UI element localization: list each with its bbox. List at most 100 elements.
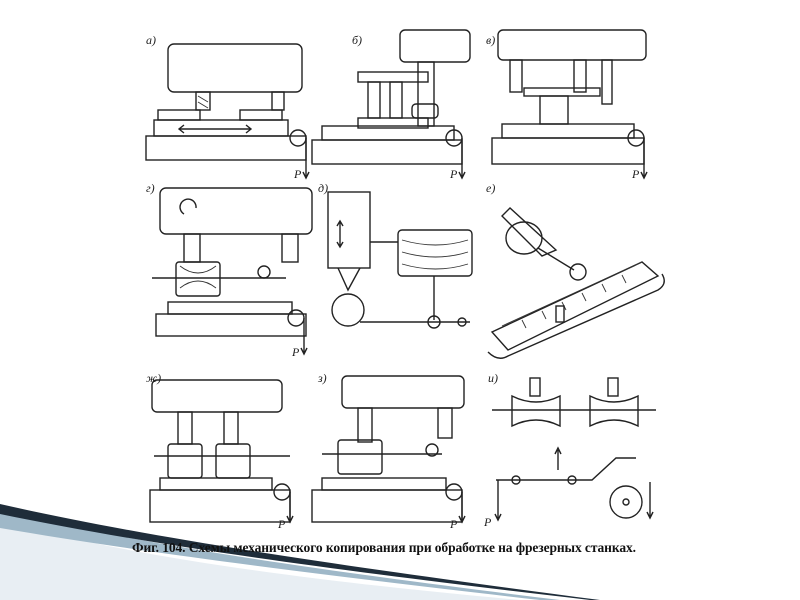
load-arrow xyxy=(458,492,466,524)
spindle-right xyxy=(223,411,239,445)
cam-center xyxy=(622,498,630,506)
load-arrow xyxy=(494,480,502,522)
panel-g: г) P xyxy=(146,181,313,359)
pivot-left xyxy=(511,475,521,485)
bed-curve xyxy=(487,273,665,359)
pivot-right xyxy=(457,317,467,327)
milling-head xyxy=(327,191,371,269)
arm xyxy=(552,457,636,481)
pulley xyxy=(287,309,305,327)
workpiece-left xyxy=(167,443,203,479)
cam xyxy=(609,485,643,519)
panel-z: з) P xyxy=(311,371,466,531)
table xyxy=(321,477,447,491)
workpiece xyxy=(337,439,383,475)
template-roller xyxy=(257,265,271,279)
head-cone xyxy=(337,267,361,292)
rotary-table xyxy=(539,95,569,125)
panel-i: и) P xyxy=(483,371,656,529)
spindle-head xyxy=(151,379,283,413)
load-label-a: P xyxy=(293,167,302,181)
cutter-right xyxy=(607,377,619,397)
drum-profile xyxy=(401,239,469,270)
spindle xyxy=(357,407,373,443)
lift-arrow xyxy=(554,446,562,470)
load-label-z: P xyxy=(449,517,458,531)
copy-drum xyxy=(397,229,473,277)
guide-bar xyxy=(490,261,660,351)
load-label-b: P xyxy=(449,167,458,181)
workpiece-right xyxy=(215,443,251,479)
workpiece xyxy=(175,261,221,297)
cutter-holder xyxy=(501,207,558,257)
copy-finger xyxy=(601,59,613,105)
panel-d-letter: д) xyxy=(318,181,328,195)
bed xyxy=(145,135,307,161)
table xyxy=(501,123,635,139)
roller xyxy=(411,103,439,119)
rotary-plate xyxy=(523,87,601,97)
bed xyxy=(491,137,645,165)
pivot xyxy=(427,315,441,329)
feed-arrow xyxy=(177,124,253,134)
load-arrow xyxy=(302,171,310,180)
workpiece-right xyxy=(589,394,639,428)
load-label-i: P xyxy=(483,515,492,529)
load-label-zh: P xyxy=(277,517,286,531)
copy-finger xyxy=(271,91,285,111)
pulley xyxy=(273,483,291,501)
copy-finger xyxy=(437,407,453,439)
panel-z-letter: з) xyxy=(317,371,327,385)
spindle-left xyxy=(509,59,523,93)
panel-e: е) xyxy=(486,181,665,359)
arm xyxy=(537,247,575,271)
spindle xyxy=(195,91,211,111)
panel-g-letter: г) xyxy=(146,181,155,195)
load-label-g: P xyxy=(291,345,300,359)
spindle-head xyxy=(497,29,647,61)
feed-arrow xyxy=(646,482,654,520)
panel-b: б) P xyxy=(311,29,471,181)
load-arrow xyxy=(286,492,294,524)
table xyxy=(167,301,293,315)
spindle-head xyxy=(167,43,303,93)
table xyxy=(153,119,289,137)
workpiece-left xyxy=(511,394,561,428)
copy-roller xyxy=(425,443,439,457)
copy-roller xyxy=(569,263,587,281)
stop xyxy=(555,305,565,323)
load-label-v: P xyxy=(631,167,640,181)
cutter-wheel xyxy=(331,293,365,327)
panel-a-letter: а) xyxy=(146,33,156,47)
spindle-head xyxy=(341,375,465,409)
table xyxy=(159,477,273,491)
spindle-left xyxy=(177,411,193,445)
rotation-arrow xyxy=(179,198,197,215)
vertical-feed-arrow xyxy=(336,219,344,249)
bed xyxy=(149,489,291,523)
template xyxy=(239,109,283,121)
copy-finger xyxy=(281,233,299,263)
panel-a: а) P xyxy=(145,33,310,181)
cutter-body xyxy=(505,221,543,255)
spindle-head xyxy=(159,187,313,235)
bed xyxy=(311,139,463,165)
lower-gear xyxy=(357,117,429,129)
panel-b-letter: б) xyxy=(352,33,362,47)
figure-caption: Фиг. 104. Схемы механического копировани… xyxy=(132,540,636,555)
panel-e-letter: е) xyxy=(486,181,495,195)
cutter-left xyxy=(529,377,541,397)
pulley xyxy=(445,483,463,501)
panel-v: в) P xyxy=(486,29,648,181)
spindle xyxy=(183,233,201,263)
spindle-head xyxy=(399,29,471,63)
load-arrow xyxy=(458,138,466,180)
workpiece-profile xyxy=(179,265,217,289)
panel-v-letter: в) xyxy=(486,33,495,47)
spindle-right xyxy=(573,59,587,93)
bed xyxy=(311,489,463,523)
load-arrow xyxy=(640,138,648,180)
load-arrow xyxy=(300,318,308,356)
drum-left xyxy=(367,81,381,119)
